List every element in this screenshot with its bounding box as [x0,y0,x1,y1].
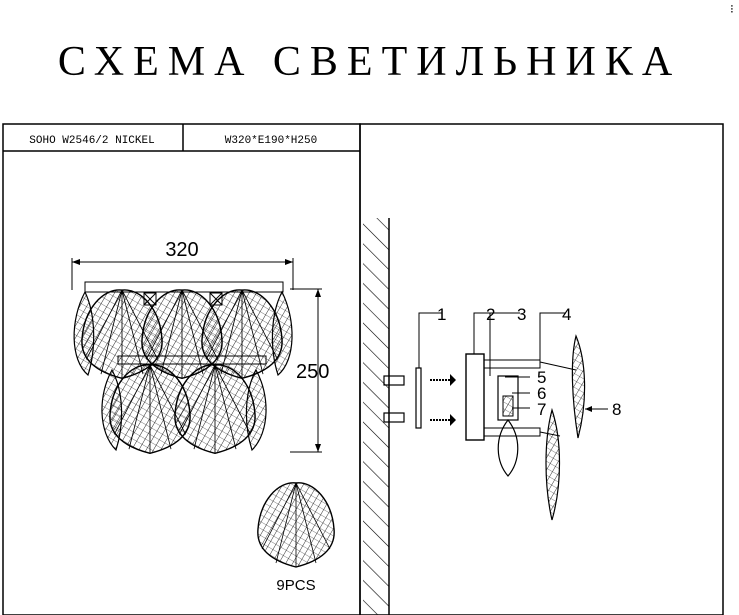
callout-7: 7 [537,400,546,419]
callout-3: 3 [517,305,526,324]
callout-2: 2 [486,305,495,324]
side-view: 1 2 3 4 5 6 7 8 [363,218,621,615]
front-view: 320 250 [71,239,329,455]
model-label: SOHO W2546/2 NICKEL [29,135,154,147]
callout-6: 6 [537,384,546,403]
callout-1: 1 [437,305,446,324]
width-dimension-label: 320 [165,239,198,261]
right-panel-frame [359,123,724,615]
page-title: СХЕМА СВЕТИЛЬНИКА [57,39,682,85]
callout-4: 4 [562,305,571,324]
height-dimension-label: 250 [296,361,329,383]
callout-8: 8 [612,400,621,419]
dimensions-label: W320*E190*H250 [225,135,317,147]
shade-quantity-label: 9PCS [276,577,315,594]
single-shade: 9PCS [257,482,335,594]
corner-mark: ⁝ [730,2,734,16]
callout-5: 5 [537,368,546,387]
